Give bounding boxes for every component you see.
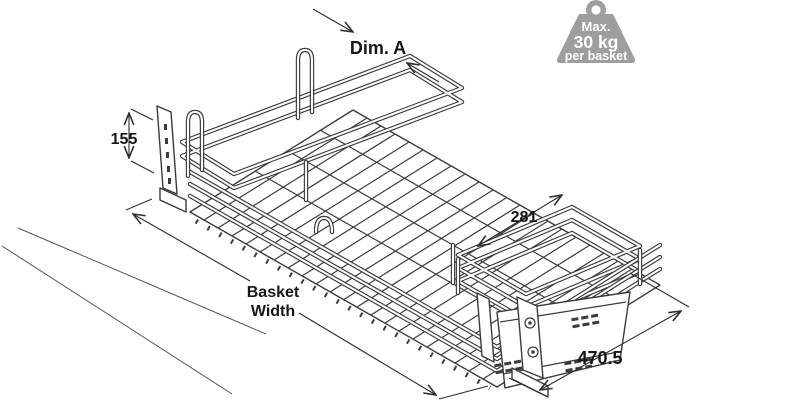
- rail-depth-label: 281: [511, 209, 538, 226]
- right-slide-assembly: [476, 291, 631, 398]
- dimension-281: 281: [478, 195, 562, 246]
- basket-front-post: [476, 292, 495, 363]
- bracket-height-label: 155: [111, 131, 138, 148]
- weight-body: [556, 14, 636, 63]
- dim-a-label: Dim. A: [350, 38, 406, 58]
- weight-label-kg: 30 kg: [574, 32, 619, 52]
- tray-front-feet: [194, 218, 492, 391]
- basket-width-label-2: Width: [251, 303, 295, 320]
- dimension-470-5: 470.5: [508, 272, 690, 397]
- dimension-basket-width: Basket Width: [125, 198, 489, 400]
- left-mounting-bracket: [156, 105, 187, 213]
- tray-outline: [189, 109, 661, 388]
- floor-reference-lines: [1, 227, 267, 395]
- basket-width-label-1: Basket: [247, 284, 300, 301]
- left-bracket-foot: [159, 187, 187, 213]
- weight-label-max: Max.: [582, 19, 611, 34]
- weight-ring-hole: [591, 5, 601, 15]
- slide-length-label: 470.5: [577, 348, 622, 368]
- dimension-dim-a: Dim. A: [312, 8, 440, 83]
- dimension-155: 155: [111, 108, 155, 174]
- weight-label-per-basket: per basket: [565, 49, 628, 63]
- weight-limit-icon: Max. 30 kg per basket: [556, 0, 636, 63]
